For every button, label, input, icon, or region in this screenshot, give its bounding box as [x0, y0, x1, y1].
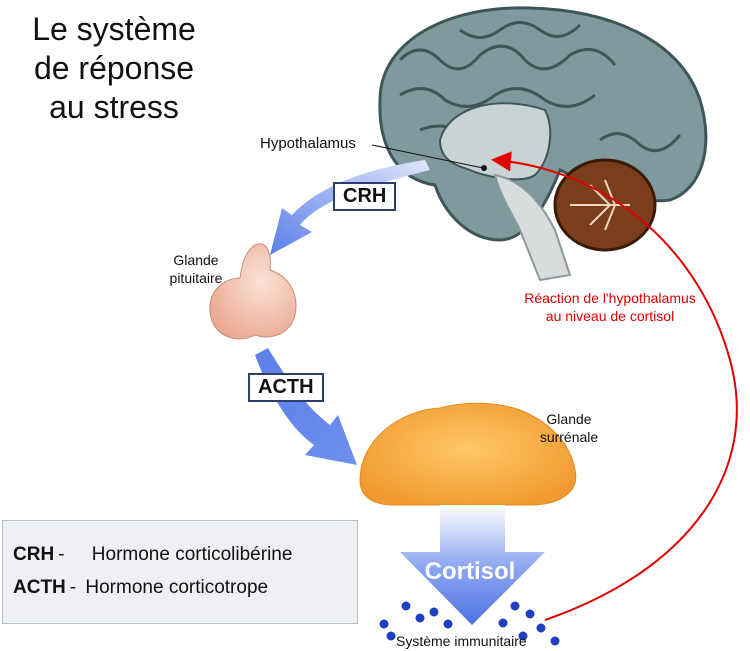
immune-cell-dot: [401, 601, 411, 611]
immune-cell-dot: [536, 623, 546, 633]
legend-text: Hormone corticotrope: [85, 577, 269, 598]
immune-cell-dot: [525, 609, 535, 619]
legend-dash: -: [58, 544, 65, 565]
hypothalamus-label: Hypothalamus: [260, 135, 356, 152]
feedback-arrow: [491, 151, 738, 621]
legend-box: CRH- Hormone corticolibérine ACTH- Hormo…: [2, 520, 358, 624]
acth-hormone-box: ACTH: [248, 373, 324, 402]
immune-cell-dot: [415, 613, 425, 623]
immune-cell-dot: [443, 619, 453, 629]
hypothalamus-pointer: [371, 144, 484, 169]
title-line: Le système: [32, 11, 196, 47]
pituitary-label-line: Glande: [173, 252, 219, 268]
crh-arrow: [270, 160, 430, 255]
cortisol-arrow: [400, 505, 545, 625]
legend-dash: -: [69, 577, 77, 598]
page-title: Le système de réponse au stress: [14, 10, 214, 127]
title-line: de réponse: [33, 50, 195, 86]
adrenal-label: Glande surrénale: [534, 410, 604, 446]
immune-cell-dot: [429, 607, 439, 617]
immune-cell-dot: [550, 636, 560, 646]
immune-cell-dot: [379, 619, 389, 629]
immune-cells: [379, 601, 560, 646]
adrenal-label-line: surrénale: [539, 429, 599, 445]
legend-row-crh: CRH- Hormone corticolibérine: [13, 544, 292, 566]
pituitary-label-line: pituitaire: [169, 270, 223, 286]
immune-system-label: Système immunitaire: [396, 633, 527, 649]
immune-cell-dot: [386, 631, 396, 641]
cortisol-label: Cortisol: [424, 558, 516, 585]
pituitary-label: Glande pituitaire: [156, 251, 236, 287]
hypothalamus-dot: [481, 165, 487, 171]
legend-text: Hormone corticolibérine: [91, 544, 293, 565]
feedback-label: Réaction de l'hypothalamus au niveau de …: [500, 289, 720, 325]
pituitary-gland: [209, 243, 297, 340]
adrenal-label-line: Glande: [546, 411, 592, 427]
feedback-label-line: au niveau de cortisol: [545, 308, 675, 324]
crh-hormone-box: CRH: [333, 182, 397, 211]
feedback-label-line: Réaction de l'hypothalamus: [524, 290, 696, 306]
adrenal-gland: [359, 402, 577, 506]
legend-abbr: CRH: [13, 544, 55, 565]
acth-arrow: [255, 348, 357, 465]
legend-abbr: ACTH: [13, 577, 66, 598]
legend-row-acth: ACTH- Hormone corticotrope: [13, 577, 268, 599]
brain-illustration: [378, 6, 708, 282]
immune-cell-dot: [498, 618, 508, 628]
immune-cell-dot: [518, 631, 528, 641]
title-line: au stress: [49, 89, 179, 125]
immune-cell-dot: [510, 601, 520, 611]
